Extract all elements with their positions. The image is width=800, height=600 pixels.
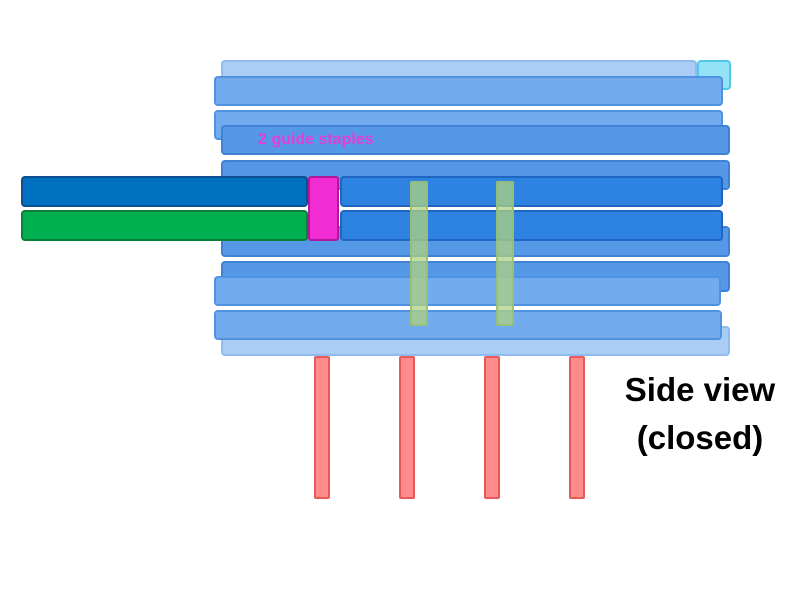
view-label: Side view (closed) <box>624 371 776 456</box>
guide-staple-2 <box>496 181 514 326</box>
layer-7 <box>214 276 721 306</box>
pin-3 <box>484 356 500 499</box>
front-layer-lower <box>340 210 723 241</box>
layer-1 <box>214 76 723 106</box>
guide-staples-label: 2 guide staples <box>258 131 374 148</box>
pink-spacer <box>308 176 339 241</box>
guide-staple-1 <box>410 181 428 326</box>
lead-green <box>21 210 308 241</box>
front-layer-upper <box>340 176 723 207</box>
pin-2 <box>399 356 415 499</box>
pin-4 <box>569 356 585 499</box>
layer-3 <box>221 125 730 155</box>
lead-blue <box>21 176 308 207</box>
layer-8 <box>214 310 722 340</box>
pin-1 <box>314 356 330 499</box>
